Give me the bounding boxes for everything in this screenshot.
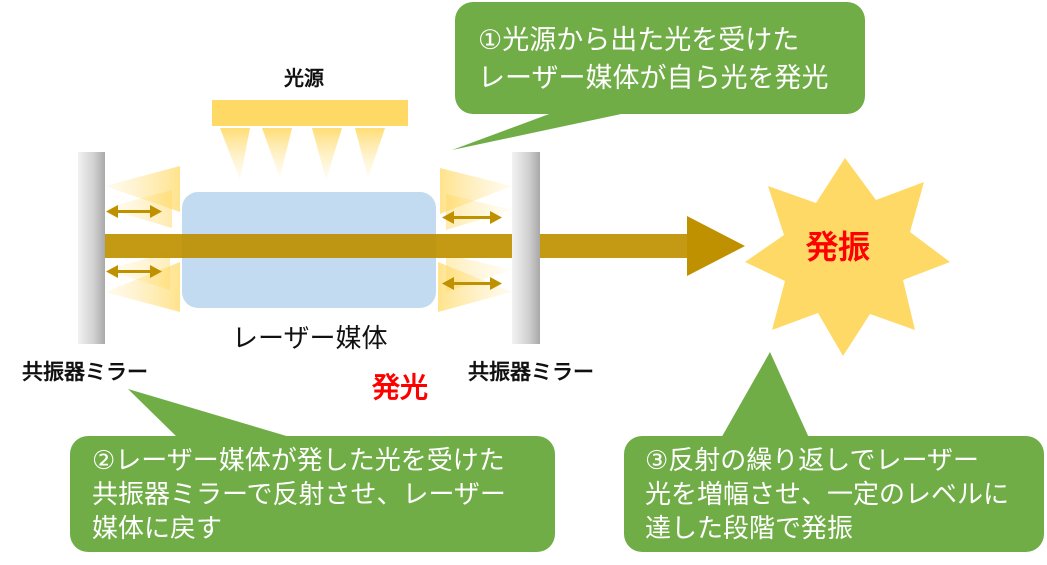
oscillation-label: 発振 [806, 228, 871, 266]
right-mirror [512, 152, 540, 344]
double-arrow-icon [442, 211, 502, 224]
light-source-rays [220, 128, 385, 180]
callout-1 [452, 2, 865, 150]
double-arrow-icon [106, 265, 162, 278]
left-mirror-label: 共振器ミラー [22, 360, 148, 384]
oscillation-starburst [745, 158, 950, 356]
right-mirror-label: 共振器ミラー [468, 360, 594, 384]
callout-3 [624, 352, 1044, 552]
callout-1-text: ①光源から出た光を受けた レーザー媒体が自ら光を発光 [478, 25, 829, 94]
double-arrow-icon [106, 205, 162, 218]
reflection-arrows [106, 205, 502, 290]
callout-2-text: ②レーザー媒体が発した光を受けた 共振器ミラーで反射させ、レーザー 媒体に戻す [92, 446, 506, 544]
light-source-bar [212, 100, 408, 126]
callout-3-text: ③反射の繰り返しでレーザー 光を増幅させ、一定のレベルに 達した段階で発振 [645, 446, 1010, 544]
laser-beam-arrow [105, 216, 745, 276]
left-mirror [78, 152, 105, 344]
callout-2 [70, 389, 555, 552]
light-source-label: 光源 [284, 66, 324, 90]
double-arrow-icon [442, 277, 502, 290]
emission-label: 発光 [372, 371, 429, 404]
laser-medium-label: レーザー媒体 [232, 324, 388, 354]
